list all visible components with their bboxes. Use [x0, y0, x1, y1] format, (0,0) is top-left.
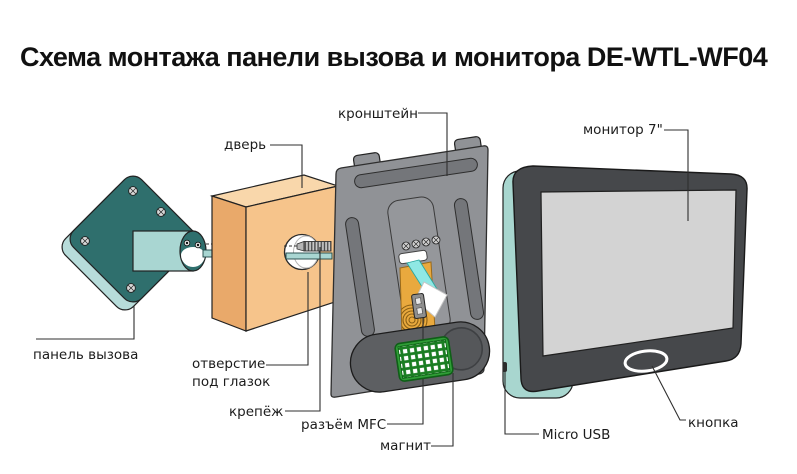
leader-fastener	[285, 247, 321, 412]
label-monitor: монитор 7"	[583, 122, 663, 138]
label-bracket: кронштейн	[338, 106, 418, 122]
leader-peephole-hole	[266, 272, 309, 366]
leader-magnet	[431, 373, 454, 447]
flex-connector	[411, 293, 427, 319]
label-fastener: крепёж	[229, 404, 283, 420]
door	[209, 174, 341, 332]
call-panel	[61, 175, 220, 311]
bracket-right-slot	[453, 198, 485, 320]
fastening-screw	[303, 241, 332, 252]
page-title: Схема монтажа панели вызова и монитора D…	[20, 42, 768, 72]
leader-call-panel	[36, 306, 135, 340]
label-peephole-hole-line1: отверстие	[192, 356, 265, 372]
label-button: кнопка	[688, 415, 739, 431]
label-mfc-connector: разъём MFC	[301, 417, 386, 433]
leader-lines	[36, 112, 689, 447]
labels: кронштейн монитор 7" дверь панель вызова…	[33, 106, 739, 454]
bracket	[330, 136, 491, 425]
monitor	[502, 165, 748, 399]
label-micro-usb: Micro USB	[542, 427, 610, 443]
peephole-hole-depth	[293, 235, 319, 269]
monitor-screen	[540, 189, 737, 357]
call-panel-screws	[80, 186, 166, 293]
monitor-button	[623, 349, 669, 373]
barrel-end-screws	[183, 239, 202, 249]
leader-door	[270, 144, 303, 188]
label-call-panel: панель вызова	[33, 347, 138, 363]
label-peephole-hole-line2: под глазок	[192, 374, 270, 390]
leader-monitor	[664, 129, 689, 221]
peephole-tube	[285, 252, 333, 260]
micro-usb-port	[502, 362, 507, 372]
leader-button	[651, 365, 686, 421]
door-side-face	[211, 195, 247, 332]
leader-micro-usb	[504, 371, 539, 435]
label-magnet: магнит	[380, 438, 431, 454]
recess-screws	[401, 235, 441, 251]
label-door: дверь	[224, 137, 266, 153]
mfc-pogo-connector	[394, 336, 454, 382]
barrel-end-opening	[181, 247, 205, 267]
leader-bracket	[418, 112, 448, 176]
